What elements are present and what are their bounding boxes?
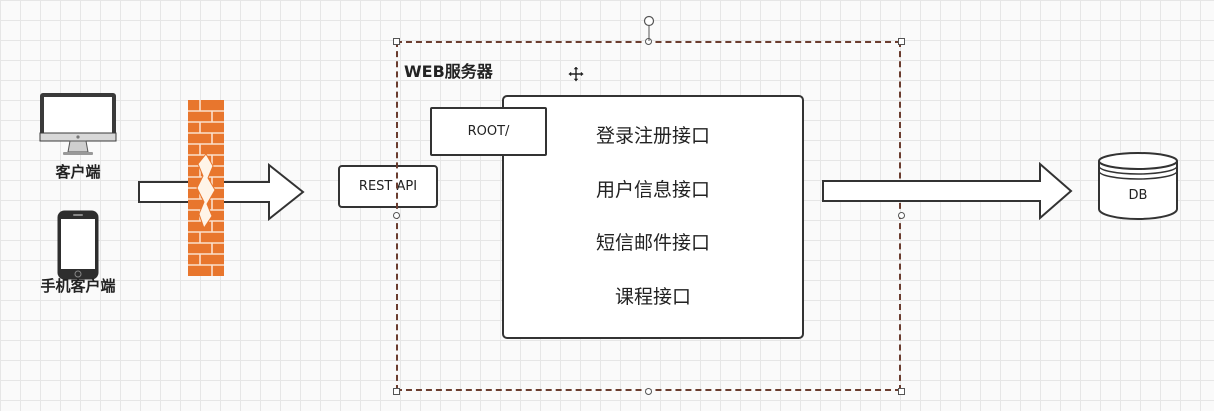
resize-handle-bottom-mid[interactable] bbox=[645, 388, 652, 395]
smartphone-icon bbox=[57, 210, 99, 280]
api-item-sms-email: 短信邮件接口 bbox=[595, 232, 710, 254]
mobile-client-label: 手机客户端 bbox=[40, 277, 116, 295]
resize-handle-bottom-right[interactable] bbox=[898, 388, 905, 395]
resize-handle-right-mid[interactable] bbox=[898, 212, 905, 219]
resize-handle-top-right[interactable] bbox=[898, 38, 905, 45]
rest-api-label: REST API bbox=[358, 179, 418, 194]
firewall-icon bbox=[188, 100, 224, 276]
resize-handle-left-mid[interactable] bbox=[393, 212, 400, 219]
database-label: DB bbox=[1128, 188, 1148, 203]
desktop-client-label: 客户端 bbox=[55, 163, 101, 181]
rest-api-box[interactable]: REST API bbox=[338, 165, 438, 208]
arrow-right-icon bbox=[822, 162, 1073, 220]
api-panel[interactable]: 登录注册接口 用户信息接口 短信邮件接口 课程接口 bbox=[502, 95, 804, 339]
web-server-title: WEB服务器 bbox=[404, 62, 493, 81]
monitor-icon bbox=[39, 93, 117, 155]
rotate-handle-icon[interactable] bbox=[642, 15, 656, 43]
resize-handle-top-left[interactable] bbox=[393, 38, 400, 45]
api-item-user-info: 用户信息接口 bbox=[595, 179, 710, 201]
api-item-login: 登录注册接口 bbox=[595, 125, 710, 147]
root-label: ROOT/ bbox=[467, 124, 510, 139]
move-icon bbox=[568, 66, 584, 82]
api-item-course: 课程接口 bbox=[614, 286, 691, 308]
root-box[interactable]: ROOT/ bbox=[430, 107, 547, 156]
database-icon bbox=[1098, 152, 1178, 220]
resize-handle-bottom-left[interactable] bbox=[393, 388, 400, 395]
